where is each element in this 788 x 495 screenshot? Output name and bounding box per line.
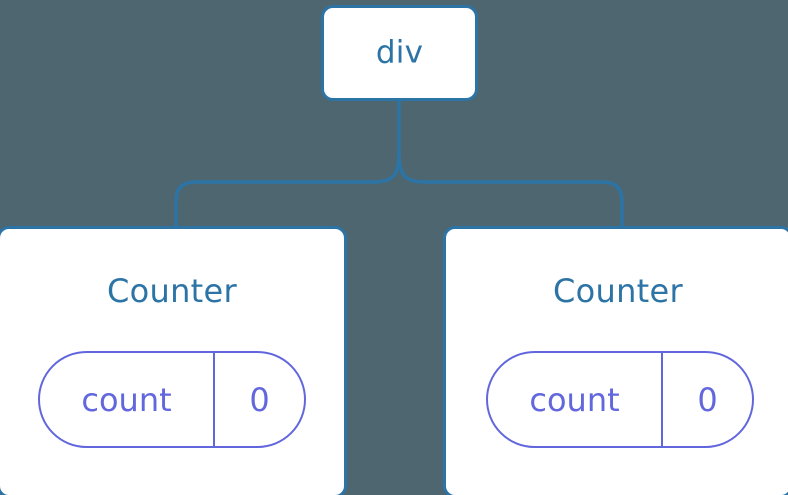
node-div-label: div (375, 34, 424, 71)
state-key-right: count (488, 353, 663, 446)
node-counter-left[interactable]: Counter count 0 (0, 226, 347, 495)
node-counter-left-label: Counter (107, 272, 237, 310)
node-div[interactable]: div (321, 5, 478, 101)
state-value-right: 0 (697, 380, 718, 419)
state-key-left: count (40, 353, 215, 446)
node-counter-right-label: Counter (553, 272, 683, 310)
state-pill-left[interactable]: count 0 (38, 351, 306, 448)
state-value-left: 0 (249, 380, 270, 419)
node-counter-right[interactable]: Counter count 0 (443, 226, 788, 495)
state-pill-right[interactable]: count 0 (486, 351, 754, 448)
